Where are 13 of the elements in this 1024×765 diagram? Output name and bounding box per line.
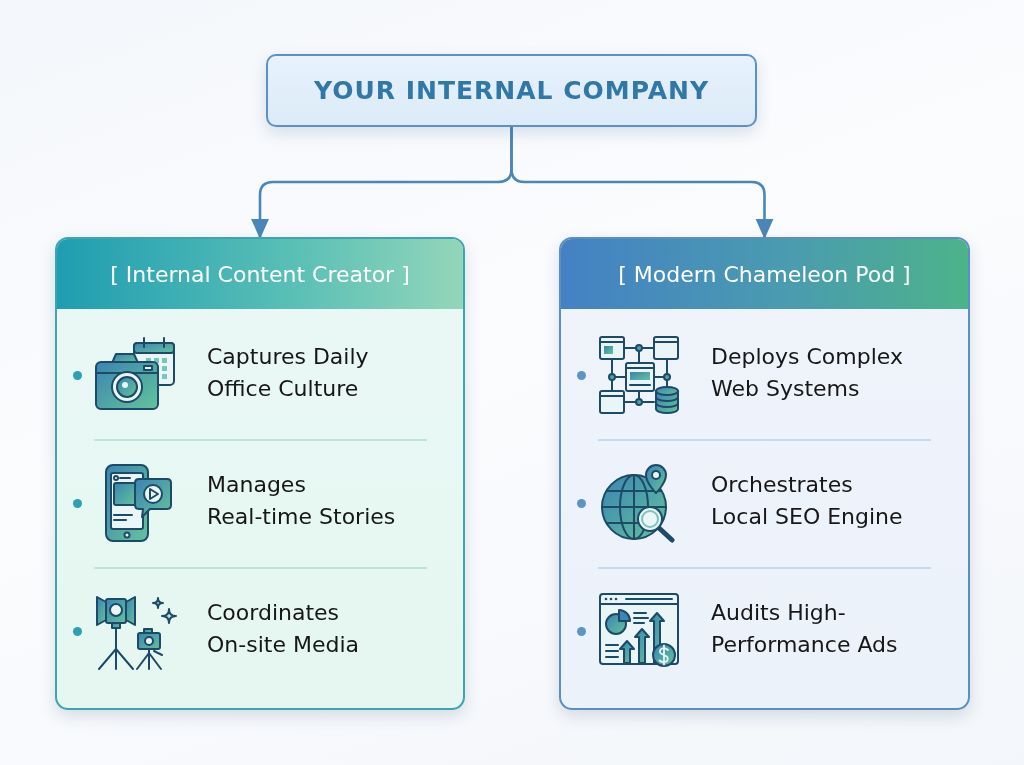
capability-text: Captures Daily Office Culture [207, 343, 369, 403]
capability-text: Orchestrates Local SEO Engine [711, 471, 903, 531]
capability-text: Coordinates On-site Media [207, 599, 359, 659]
capability-text: Deploys Complex Web Systems [711, 343, 903, 403]
capability-text: Audits High-Performance Ads [711, 599, 898, 659]
panel-title: [ Modern Chameleon Pod ] [618, 261, 911, 287]
capability-text: Manages Real-time Stories [207, 471, 396, 531]
root-title: YOUR INTERNAL COMPANY [313, 76, 710, 105]
root-box [266, 54, 757, 127]
category-panel [559, 237, 970, 710]
category-panel [55, 237, 465, 710]
connector-arrow [510, 127, 774, 240]
panel-title: [ Internal Content Creator ] [110, 261, 410, 287]
